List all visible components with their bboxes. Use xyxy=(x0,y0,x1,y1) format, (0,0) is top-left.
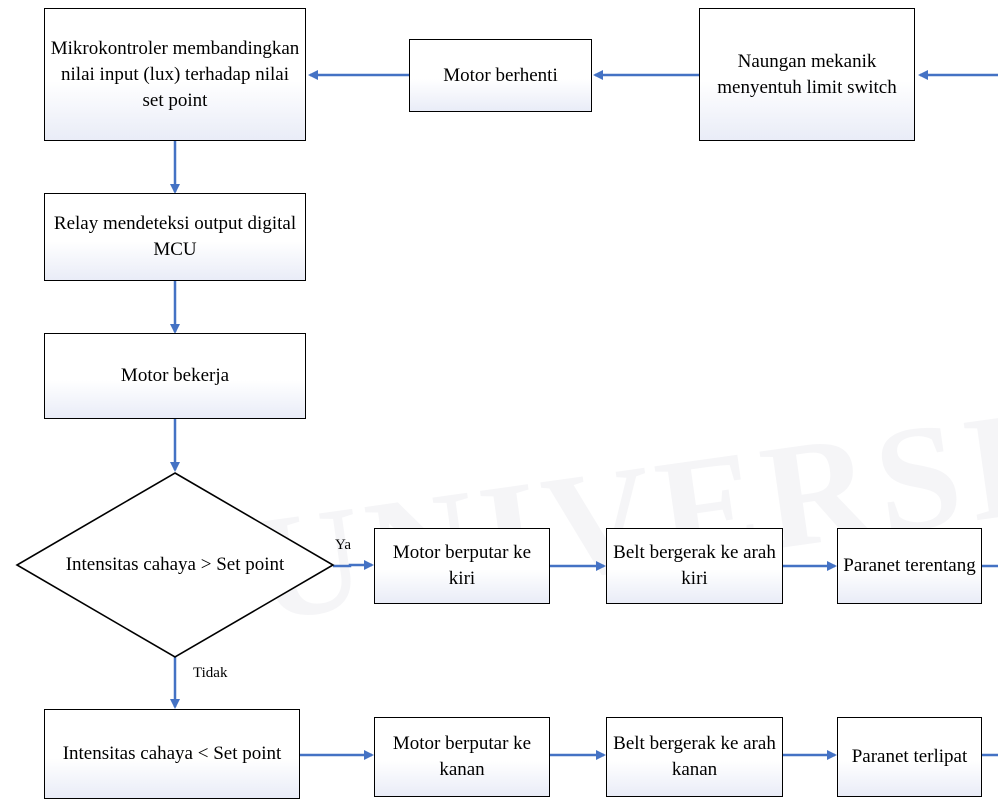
node-relay: Relay mendeteksi output digital MCU xyxy=(44,193,306,281)
edge-label-no: Tidak xyxy=(193,665,228,681)
node-paranet-terentang: Paranet terentang xyxy=(837,528,982,604)
node-motor-bekerja: Motor bekerja xyxy=(44,333,306,419)
node-belt-kiri: Belt bergerak ke arah kiri xyxy=(606,528,783,604)
arrow-decision-yes xyxy=(333,560,374,570)
node-intensitas-kurang: Intensitas cahaya < Set point xyxy=(44,709,300,799)
decision-diamond xyxy=(15,472,335,658)
node-paranet-terlipat: Paranet terlipat xyxy=(837,717,982,797)
node-belt-kanan: Belt bergerak ke arah kanan xyxy=(606,717,783,797)
node-motor-berhenti: Motor berhenti xyxy=(409,39,592,112)
node-naungan-mekanik: Naungan mekanik menyentuh limit switch xyxy=(699,8,915,141)
node-motor-berputar-kanan: Motor berputar ke kanan xyxy=(374,717,550,797)
edge-label-yes: Ya xyxy=(335,537,351,553)
decision-label: Intensitas cahaya > Set point xyxy=(65,554,285,575)
node-mikrokontroler: Mikrokontroler membandingkan nilai input… xyxy=(44,8,306,141)
node-motor-berputar-kiri: Motor berputar ke kiri xyxy=(374,528,550,604)
